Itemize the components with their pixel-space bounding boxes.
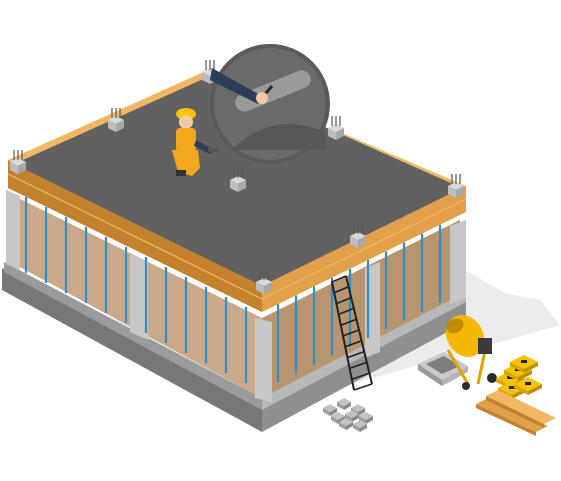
rebar-stub (108, 108, 124, 132)
rebar-stub (256, 270, 272, 294)
wood-planks (476, 390, 556, 436)
ladder (331, 275, 373, 391)
cement-mixer (445, 314, 497, 390)
rebar-stub (328, 116, 344, 140)
rebar-stub (448, 174, 464, 198)
cement-bag (510, 355, 538, 373)
rebar-stub (230, 168, 246, 192)
paving-block (345, 410, 359, 422)
formwork-seam-right (261, 198, 467, 300)
blue-props-left (24, 197, 248, 383)
base-right-face (262, 300, 466, 432)
paving-blocks (323, 398, 373, 432)
formwork-back-left (8, 70, 214, 164)
paving-block (323, 404, 337, 416)
rebar-stubs (10, 60, 464, 294)
rebar-stub (10, 150, 26, 174)
magnifier-trowel-detail (210, 44, 330, 164)
paving-block (359, 412, 373, 424)
right-cavity-floor (262, 220, 460, 398)
formwork-seam-left (7, 173, 263, 300)
cement-bag (514, 377, 542, 395)
cement-bags (496, 355, 542, 399)
base-left-face (2, 268, 262, 432)
left-wall-low (4, 262, 262, 410)
paving-block (353, 420, 367, 432)
paving-block (337, 398, 351, 410)
worker-kneeling (172, 108, 218, 176)
paving-block (339, 418, 353, 430)
rebar-stub (350, 224, 366, 248)
